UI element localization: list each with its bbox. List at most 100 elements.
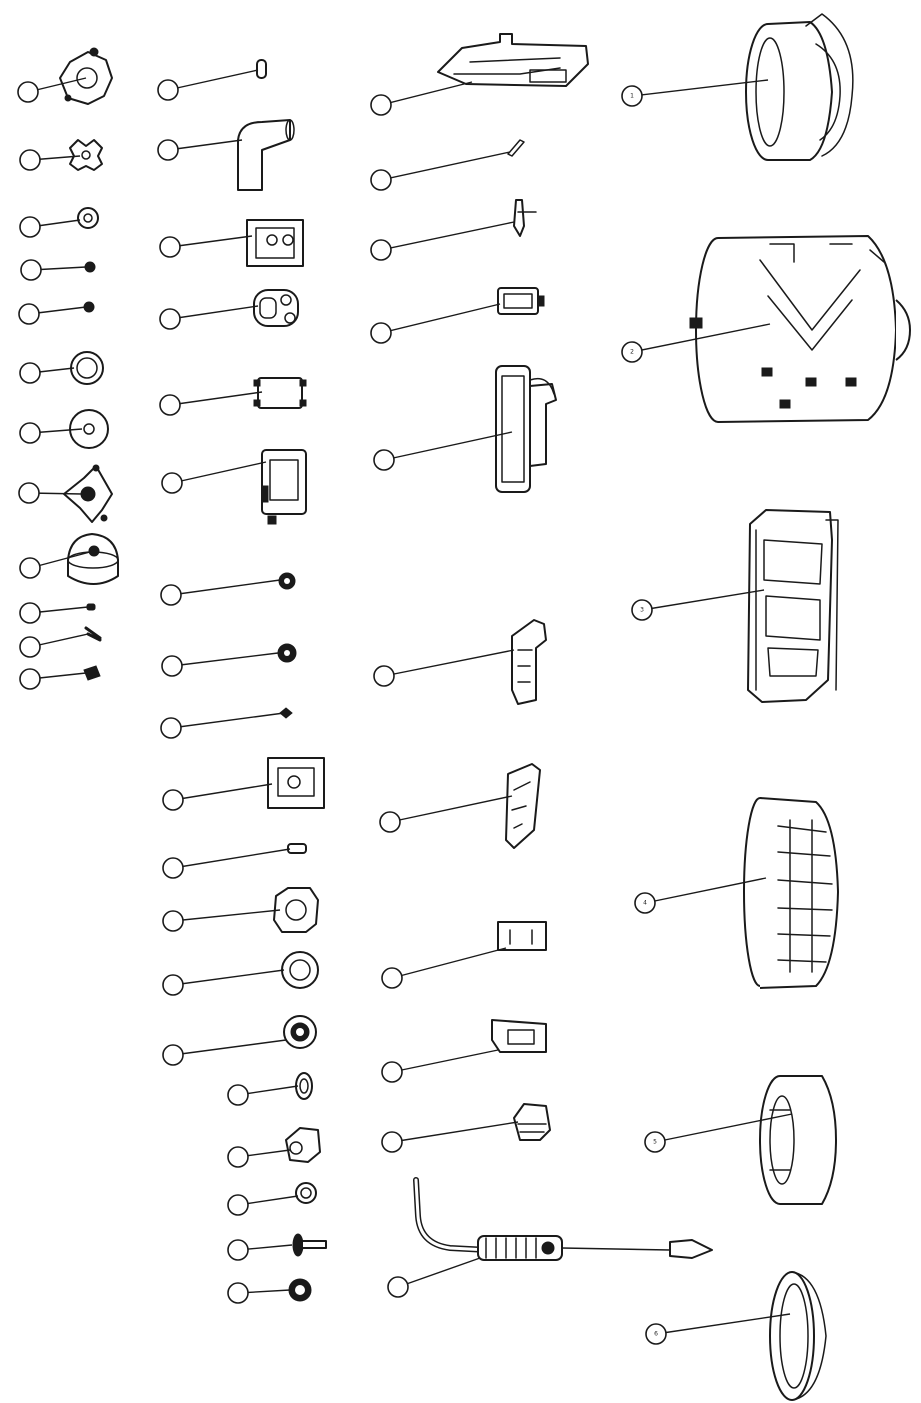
leader-line-col3-11 (397, 1257, 481, 1288)
part-tiny-diamond (279, 707, 293, 719)
callout-col4-06: 6 (645, 1313, 791, 1345)
callout-circle-col4-03 (631, 599, 653, 621)
callout-circle-col2-19 (227, 1282, 249, 1304)
part-needle (507, 139, 525, 157)
part-diaphragm-plate (273, 887, 319, 933)
callout-circle-col3-06 (373, 665, 395, 687)
leader-line-col2-13 (172, 969, 285, 986)
callout-circle-col3-04 (370, 322, 392, 344)
part-lid-tray (437, 33, 589, 87)
part-retainer (253, 377, 307, 409)
part-mount-clip (491, 1019, 547, 1053)
part-large-washer (281, 951, 319, 989)
leader-line-col2-11 (172, 848, 291, 869)
part-motor-coupler (285, 1127, 321, 1163)
callout-circle-col3-08 (381, 967, 403, 989)
callout-col1-01 (17, 77, 87, 103)
part-valve-block (246, 219, 304, 267)
leader-line-col3-06 (383, 649, 515, 677)
part-filter-cup (497, 287, 545, 315)
callout-col1-04 (20, 259, 87, 281)
callout-circle-col2-10 (162, 789, 184, 811)
callout-circle-col3-03 (370, 239, 392, 261)
callout-col1-08 (18, 482, 83, 504)
callout-circle-col1-11 (19, 636, 41, 658)
callout-circle-col1-01 (17, 81, 39, 103)
leader-line-col3-04 (380, 303, 501, 334)
part-small-tube (287, 843, 307, 854)
leader-line-col2-06 (171, 461, 267, 484)
callout-circle-col4-04 (634, 892, 656, 914)
callout-col1-12 (19, 668, 87, 690)
part-shaft-gear (292, 1233, 327, 1257)
leader-line-col2-05 (169, 391, 263, 406)
part-frame-back (747, 509, 839, 703)
callout-col1-09 (19, 551, 91, 579)
callout-circle-col2-18 (227, 1239, 249, 1261)
part-small-ring (77, 207, 99, 229)
callout-circle-col2-02 (157, 139, 179, 161)
callout-col3-02 (370, 151, 511, 191)
callout-col2-18 (227, 1239, 293, 1261)
callout-col4-03: 3 (631, 589, 765, 621)
callout-circle-col1-06 (19, 362, 41, 384)
callout-col2-15 (227, 1084, 299, 1106)
part-elbow-tube (237, 119, 295, 191)
part-pin (256, 59, 267, 79)
callout-col2-02 (157, 139, 243, 161)
part-impeller (63, 464, 113, 523)
part-small-nut (86, 603, 96, 611)
callout-col2-09 (160, 712, 285, 739)
callout-circle-col2-15 (227, 1084, 249, 1106)
callout-col1-03 (19, 216, 81, 238)
part-bottom-disc (769, 1271, 827, 1401)
callout-col3-06 (373, 649, 515, 687)
callout-circle-col2-17 (227, 1194, 249, 1216)
part-bearing (283, 1015, 317, 1049)
callout-col2-03 (159, 235, 253, 258)
callout-number-col4-06: 6 (654, 1331, 658, 1338)
callout-circle-col2-05 (159, 394, 181, 416)
leader-line-col3-05 (383, 431, 513, 461)
callout-col4-01: 1 (621, 79, 769, 107)
callout-col1-05 (18, 303, 87, 325)
callout-circle-col1-10 (19, 602, 41, 624)
callout-circle-col4-06 (645, 1323, 667, 1345)
callout-col1-10 (19, 602, 89, 624)
part-grommet (83, 665, 101, 681)
callout-col4-05: 5 (644, 1113, 793, 1153)
part-frame-front (743, 797, 839, 989)
callout-circle-col3-11 (387, 1276, 409, 1298)
leader-line-col4-01 (631, 79, 769, 97)
callout-circle-col2-04 (159, 308, 181, 330)
part-handle-grip (505, 763, 541, 849)
callout-circle-col2-09 (160, 717, 182, 739)
callout-circle-col2-11 (162, 857, 184, 879)
callout-col2-08 (161, 652, 279, 677)
leader-line-col2-08 (171, 652, 279, 667)
callout-col2-12 (162, 909, 281, 932)
callout-col1-02 (19, 149, 81, 171)
callout-circle-col3-05 (373, 449, 395, 471)
leader-line-col2-01 (167, 69, 259, 91)
leader-line-col2-09 (170, 712, 285, 729)
leader-line-col2-12 (172, 909, 281, 922)
part-bushing (295, 1182, 317, 1204)
part-cap-small (59, 47, 113, 105)
part-tank-lid (745, 13, 854, 161)
leader-line-col3-10 (391, 1121, 519, 1143)
callout-col3-08 (381, 947, 507, 989)
callout-circle-col3-07 (379, 811, 401, 833)
part-bracket (497, 921, 547, 951)
callout-circle-col2-12 (162, 910, 184, 932)
part-spray-wand (413, 1177, 713, 1261)
leader-line-col2-04 (169, 305, 259, 320)
callout-circle-col2-01 (157, 79, 179, 101)
part-star-washer (69, 139, 103, 171)
part-o-ring (70, 351, 104, 385)
part-base-ring (759, 1075, 837, 1205)
callout-col3-07 (379, 795, 513, 833)
